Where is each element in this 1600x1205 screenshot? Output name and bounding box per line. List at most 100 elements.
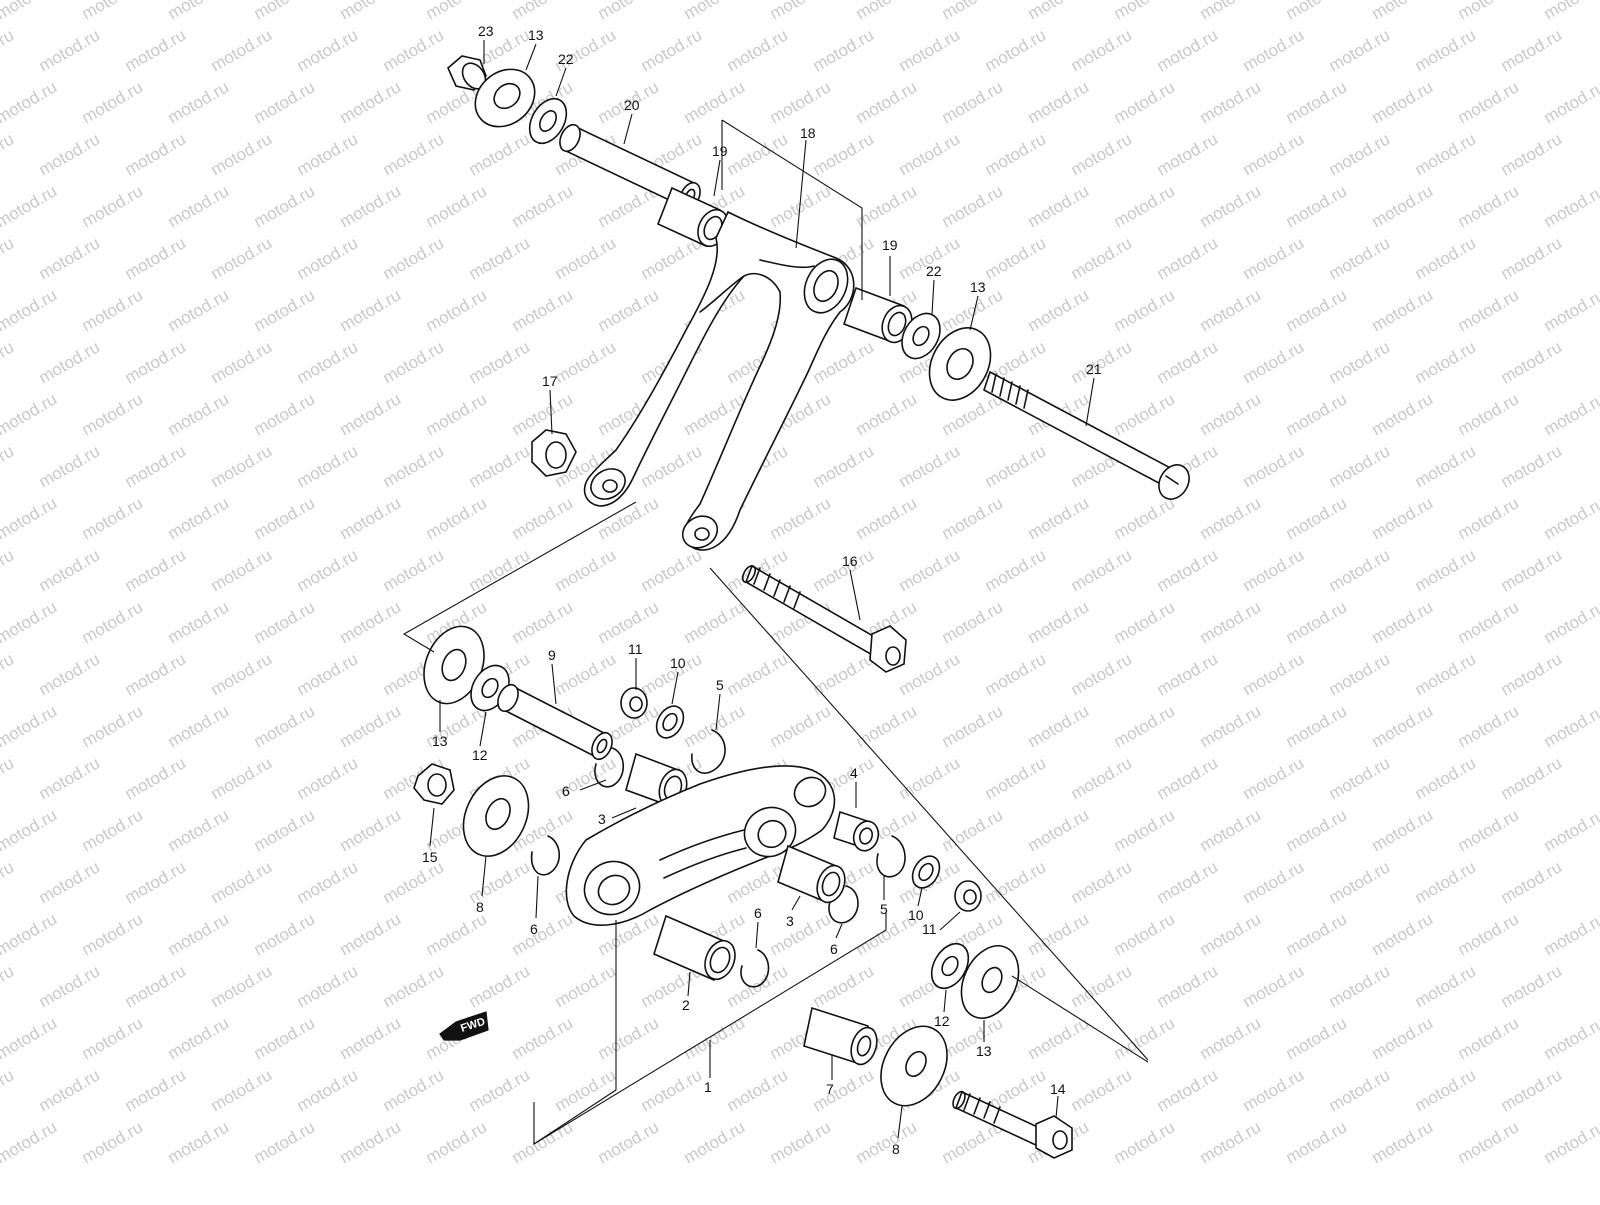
watermark-text: motod.ru	[208, 753, 276, 803]
watermark-text: motod.ru	[380, 233, 448, 283]
watermark-text: motod.ru	[380, 25, 448, 75]
label-16: 16	[842, 553, 858, 569]
watermark-text: motod.ru	[165, 597, 233, 647]
watermark-text: motod.ru	[1326, 337, 1394, 387]
watermark-text: motod.ru	[208, 129, 276, 179]
label-15: 15	[422, 849, 438, 865]
watermark-text: motod.ru	[767, 1117, 835, 1167]
watermark-text: motod.ru	[0, 805, 60, 855]
label-13-lower: 13	[976, 1043, 992, 1059]
watermark-text: motod.ru	[1154, 337, 1222, 387]
watermark-text: motod.ru	[337, 1117, 405, 1167]
watermark-text: motod.ru	[423, 285, 491, 335]
watermark-text: motod.ru	[1025, 0, 1093, 23]
watermark-text: motod.ru	[1369, 701, 1437, 751]
watermark-text: motod.ru	[208, 441, 276, 491]
watermark-text: motod.ru	[1240, 337, 1308, 387]
watermark-text: motod.ru	[1498, 1065, 1566, 1115]
watermark-text: motod.ru	[79, 701, 147, 751]
watermark-text: motod.ru	[122, 857, 190, 907]
watermark-text: motod.ru	[1541, 1013, 1600, 1063]
watermark-text: motod.ru	[36, 857, 104, 907]
watermark-text: motod.ru	[0, 701, 60, 751]
watermark-text: motod.ru	[208, 545, 276, 595]
watermark-text: motod.ru	[1541, 1117, 1600, 1167]
watermark-text: motod.ru	[79, 1013, 147, 1063]
watermark-text: motod.ru	[595, 1117, 663, 1167]
watermark-text: motod.ru	[1455, 493, 1523, 543]
label-22-right: 22	[926, 263, 942, 279]
watermark-text: motod.ru	[1068, 961, 1136, 1011]
watermark-text: motod.ru	[1068, 857, 1136, 907]
watermark-text: motod.ru	[466, 545, 534, 595]
watermark-text: motod.ru	[1154, 25, 1222, 75]
label-8-left: 8	[476, 899, 484, 915]
watermark-text: motod.ru	[1283, 181, 1351, 231]
watermark-text: motod.ru	[681, 77, 749, 127]
watermark-text: motod.ru	[122, 441, 190, 491]
watermark-text: motod.ru	[380, 545, 448, 595]
label-3-top: 3	[598, 811, 606, 827]
watermark-text: motod.ru	[79, 285, 147, 335]
watermark-text: motod.ru	[509, 0, 577, 23]
label-12-right: 12	[934, 1013, 950, 1029]
watermark-text: motod.ru	[1498, 129, 1566, 179]
watermark-text: motod.ru	[1455, 909, 1523, 959]
watermark-text: motod.ru	[896, 545, 964, 595]
watermark-text: motod.ru	[681, 597, 749, 647]
watermark-text: motod.ru	[1412, 337, 1480, 387]
watermark-text: motod.ru	[1154, 857, 1222, 907]
watermark-text: motod.ru	[294, 337, 362, 387]
watermark-text: motod.ru	[853, 1117, 921, 1167]
watermark-text: motod.ru	[165, 909, 233, 959]
label-8-lower: 8	[892, 1141, 900, 1157]
watermark-text: motod.ru	[1498, 649, 1566, 699]
label-20: 20	[624, 97, 640, 113]
watermark-text: motod.ru	[552, 545, 620, 595]
label-23: 23	[478, 23, 494, 39]
watermark-text: motod.ru	[36, 441, 104, 491]
watermark-text: motod.ru	[982, 753, 1050, 803]
watermark-text: motod.ru	[1541, 181, 1600, 231]
watermark-text: motod.ru	[1240, 857, 1308, 907]
label-7: 7	[826, 1081, 834, 1097]
watermark-text: motod.ru	[1197, 909, 1265, 959]
watermark-text: motod.ru	[122, 1065, 190, 1115]
watermark-text: motod.ru	[810, 1065, 878, 1115]
watermark-text: motod.ru	[1025, 493, 1093, 543]
watermark-text: motod.ru	[337, 181, 405, 231]
watermark-text: motod.ru	[0, 649, 17, 699]
fwd-arrow-icon: FWD	[440, 1012, 488, 1040]
watermark-text: motod.ru	[423, 0, 491, 23]
watermark-text: motod.ru	[251, 389, 319, 439]
watermark-text: motod.ru	[1541, 77, 1600, 127]
watermark-text: motod.ru	[337, 0, 405, 23]
label-6-mid: 6	[562, 783, 570, 799]
watermark-text: motod.ru	[1326, 1065, 1394, 1115]
watermark-text: motod.ru	[1412, 233, 1480, 283]
watermark-text: motod.ru	[1068, 1065, 1136, 1115]
watermark-text: motod.ru	[1068, 233, 1136, 283]
watermark-text: motod.ru	[1498, 441, 1566, 491]
watermark-text: motod.ru	[1498, 753, 1566, 803]
watermark-text: motod.ru	[1025, 181, 1093, 231]
watermark-text: motod.ru	[853, 493, 921, 543]
watermark-text: motod.ru	[1541, 389, 1600, 439]
watermark-text: motod.ru	[122, 753, 190, 803]
watermark-text: motod.ru	[1197, 0, 1265, 23]
watermark-text: motod.ru	[208, 337, 276, 387]
watermark-text: motod.ru	[1369, 597, 1437, 647]
watermark-text: motod.ru	[1283, 493, 1351, 543]
watermark-text: motod.ru	[1498, 857, 1566, 907]
label-13-mid: 13	[432, 733, 448, 749]
watermark-text: motod.ru	[767, 77, 835, 127]
watermark-text: motod.ru	[1240, 441, 1308, 491]
watermark-text: motod.ru	[423, 1117, 491, 1167]
watermark-text: motod.ru	[251, 181, 319, 231]
watermark-text: motod.ru	[638, 1065, 706, 1115]
watermark-text: motod.ru	[79, 77, 147, 127]
watermark-text: motod.ru	[0, 857, 17, 907]
watermark-text: motod.ru	[1369, 181, 1437, 231]
watermark-text: motod.ru	[1025, 77, 1093, 127]
watermark-text: motod.ru	[1283, 1013, 1351, 1063]
